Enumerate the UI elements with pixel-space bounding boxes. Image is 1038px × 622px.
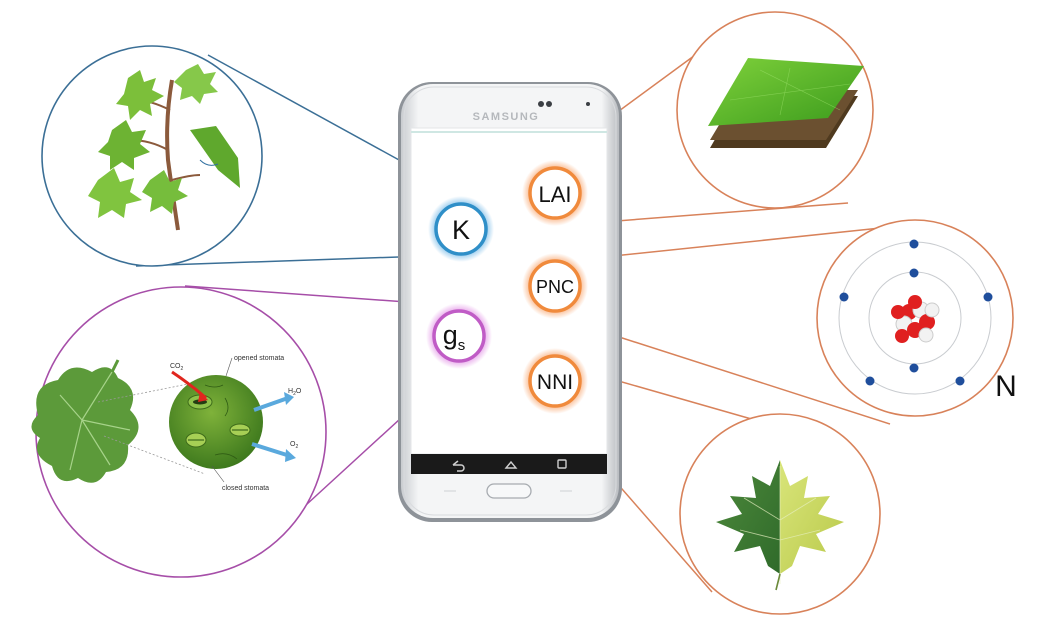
phone-brand: SAMSUNG — [473, 111, 540, 123]
stomata-panel: CO2 H2O O2 opened stomata closed stomata — [31, 286, 327, 578]
vine-shoot-icon — [88, 64, 240, 231]
sensor-icon — [546, 101, 552, 107]
param-pnc[interactable]: PNC — [522, 253, 588, 319]
home-nav-icon[interactable] — [504, 460, 518, 469]
home-button[interactable] — [486, 483, 532, 499]
leaf-area-layer-icon — [708, 58, 864, 148]
param-gs-label: gs — [443, 320, 466, 354]
param-lai[interactable]: LAI — [522, 160, 588, 226]
nitrogen-symbol: N — [995, 370, 1017, 403]
nitrogen-atom-icon — [838, 239, 993, 395]
smartphone: SAMSUNG — [398, 82, 622, 522]
nitrogen-atom-panel: N — [816, 219, 1017, 417]
back-nav-icon[interactable] — [452, 460, 465, 472]
co2-label: CO2 — [170, 363, 184, 372]
stomata-disk-icon — [169, 375, 263, 469]
param-lai-label: LAI — [538, 182, 571, 207]
opened-stomata-label: opened stomata — [234, 355, 284, 362]
front-camera-icon — [538, 101, 544, 107]
param-gs[interactable]: gs — [426, 303, 492, 369]
o2-label: O2 — [290, 441, 298, 450]
fig-leaf-icon — [31, 359, 139, 483]
param-pnc-label: PNC — [536, 277, 574, 297]
param-k[interactable]: K — [428, 196, 494, 262]
param-nni[interactable]: NNI — [522, 348, 588, 414]
h2o-label: H2O — [288, 388, 302, 397]
recents-nav-icon[interactable] — [557, 459, 567, 469]
maple-leaf-panel — [679, 413, 881, 615]
o2-arrow-icon — [251, 442, 291, 458]
maple-leaf-icon — [716, 460, 844, 591]
closed-stomata-label: closed stomata — [222, 485, 269, 492]
param-k-label: K — [452, 215, 470, 245]
param-nni-label: NNI — [537, 371, 573, 394]
pnc-to-atom-line — [574, 225, 901, 261]
vine-canopy-panel — [41, 45, 263, 267]
h2o-arrow-icon — [253, 396, 289, 412]
canopy-layer-panel — [676, 11, 874, 209]
sensor-small-icon — [586, 102, 590, 106]
